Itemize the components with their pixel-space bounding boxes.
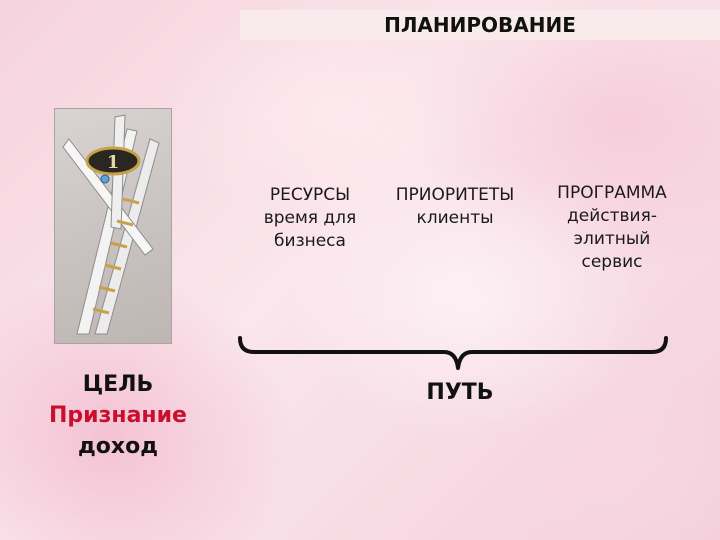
goal-label: ЦЕЛЬ bbox=[82, 372, 154, 397]
priorities-column: ПРИОРИТЕТЫ клиенты bbox=[380, 184, 530, 230]
path-brace bbox=[238, 336, 668, 370]
resources-heading: РЕСУРСЫ bbox=[269, 185, 351, 205]
resources-line-2: бизнеса bbox=[274, 230, 346, 251]
program-line-1: действия- bbox=[567, 205, 657, 226]
brooch-illustration: 1 bbox=[62, 114, 160, 335]
goal-block: ЦЕЛЬ Признание доход bbox=[20, 370, 216, 462]
goal-line-1: Признание bbox=[49, 402, 187, 428]
brooch-image: 1 bbox=[54, 108, 172, 344]
program-line-3: сервис bbox=[581, 251, 643, 272]
slide-title-text: ПЛАНИРОВАНИЕ bbox=[384, 13, 576, 37]
program-column: ПРОГРАММА действия- элитный сервис bbox=[542, 182, 682, 274]
program-line-2: элитный bbox=[573, 228, 651, 249]
priorities-heading: ПРИОРИТЕТЫ bbox=[395, 185, 515, 205]
program-heading: ПРОГРАММА bbox=[557, 183, 667, 203]
brooch-badge-number: 1 bbox=[107, 152, 120, 173]
resources-line-1: время для bbox=[263, 207, 357, 228]
goal-line-2: доход bbox=[78, 433, 158, 459]
priorities-line-1: клиенты bbox=[416, 207, 494, 228]
path-label: ПУТЬ bbox=[426, 380, 494, 405]
resources-column: РЕСУРСЫ время для бизнеса bbox=[250, 184, 370, 253]
slide-title: ПЛАНИРОВАНИЕ bbox=[240, 10, 720, 40]
